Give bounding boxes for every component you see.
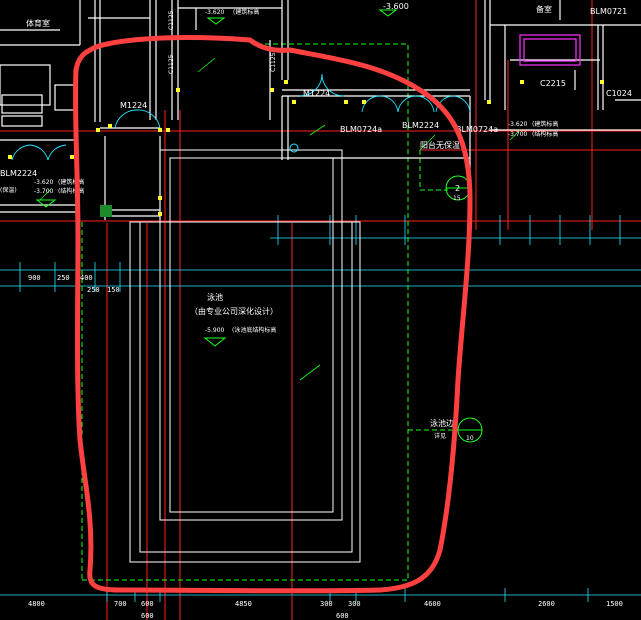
label-m1224-left: M1224	[120, 101, 147, 110]
red-highlight-outline	[72, 35, 473, 594]
label-pool-sub: （由专业公司深化设计）	[190, 306, 278, 316]
green-dashed-boundary	[81, 43, 466, 581]
bottom-dimensions: 4800 700 600 4850 300 300 4600 2600 1500…	[28, 600, 623, 620]
dim-bottom: 600	[141, 600, 154, 608]
label-left-note: (保温)	[0, 186, 17, 194]
dim-bottom: 4800	[28, 600, 45, 608]
leader-lines	[39, 57, 521, 381]
label-left-elev-a-note: (建筑标高	[58, 178, 84, 186]
label-right-elev-a-note: (建筑标高	[532, 120, 558, 128]
dim-bottom: 300	[348, 600, 361, 608]
label-top-right-word: 备室	[536, 4, 552, 14]
label-blm0721: BLM0721	[590, 7, 627, 16]
walls-upper-right	[484, 0, 641, 131]
yellow-markers	[8, 80, 604, 216]
dim-bottom-extra: 600	[141, 612, 154, 620]
pool-outline	[129, 149, 361, 563]
label-gym: 体育室	[26, 18, 50, 28]
walls-upper-center	[171, 0, 471, 210]
label-top-elev-2: -3.600	[383, 2, 409, 11]
label-axis-10: 10	[466, 435, 474, 442]
text-labels: 体育室 -3.620 (建筑标高 -3.600 备室 BLM0721 M1224…	[0, 2, 632, 442]
label-pool-elev: -5.900	[205, 327, 225, 334]
label-left-elev-a: -3.620	[34, 179, 54, 186]
label-pool-edge: 泳池边	[430, 418, 454, 428]
label-left-dim-b: 250	[57, 274, 70, 282]
dim-bottom: 700	[114, 600, 127, 608]
dim-bottom: 300	[320, 600, 333, 608]
dim-bottom: 1500	[606, 600, 623, 608]
green-block	[100, 205, 112, 217]
label-blm2224-left: BLM2224	[0, 169, 37, 178]
label-left-dim-e: 150	[107, 286, 120, 294]
door-arcs-center	[299, 73, 471, 113]
door-arcs-left	[11, 109, 161, 161]
label-top-elev-1-note: (建筑标高	[233, 8, 259, 16]
label-top-elev-1: -3.620	[205, 9, 225, 16]
label-left-elev-b: -3.700	[34, 188, 54, 195]
label-c1125-c: C1125	[270, 52, 277, 72]
label-axis-2: 2	[455, 184, 460, 193]
dim-bottom: 2600	[538, 600, 555, 608]
label-m1224-top: M1224	[303, 89, 330, 98]
dim-bottom: 4850	[235, 600, 252, 608]
label-left-elev-b-note: (结构标高	[58, 187, 84, 195]
label-detail: 详见	[434, 432, 446, 440]
label-left-dim-d: 250	[87, 286, 100, 294]
label-c1125-a: C1125	[168, 10, 175, 30]
label-pool-title: 泳池	[207, 292, 223, 302]
label-c1125-b: C1125	[168, 54, 175, 74]
label-left-dim-a: 900	[28, 274, 41, 282]
label-blm2224-mid: BLM2224	[402, 121, 439, 130]
elevation-markers	[35, 9, 398, 347]
label-pool-elev-note: (泳池底结构标高	[232, 326, 276, 334]
label-blm0724-left: BLM0724a	[340, 125, 382, 134]
label-balcony: 阳台无保温	[420, 140, 460, 150]
label-left-dim-c: 400	[80, 274, 93, 282]
axis-circles	[289, 143, 483, 443]
label-c1024: C1024	[606, 89, 632, 98]
label-c2215: C2215	[540, 79, 566, 88]
label-right-elev-a: -3.620	[508, 121, 528, 128]
label-axis-15: 15	[453, 195, 461, 202]
dim-bottom: 4600	[424, 600, 441, 608]
magenta-box	[519, 34, 581, 66]
label-right-elev-b-note: (结构标高	[532, 130, 558, 138]
dim-bottom-extra: 600	[336, 612, 349, 620]
dimension-row-upper	[0, 215, 641, 602]
label-blm0724-right: BLM0724a	[456, 125, 498, 134]
walls-upper-left	[0, 0, 161, 220]
label-right-elev-b: -3.700	[508, 131, 528, 138]
